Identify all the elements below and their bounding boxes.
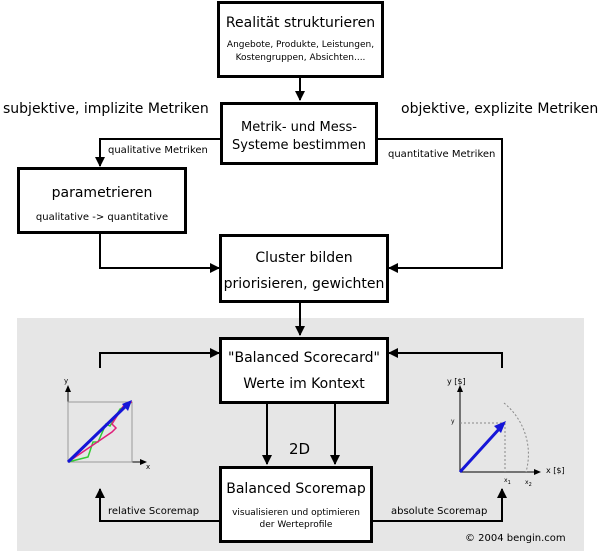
right-graph-y-label: y [$]: [447, 377, 466, 386]
box-metrik: Metrik- und Mess- Systeme bestimmen: [220, 102, 378, 165]
left-blue-vector: [66, 403, 129, 464]
parametrieren-sub: qualitative -> quantitative: [35, 212, 169, 223]
arrow-parametrieren-cluster: [99, 234, 220, 273]
right-graph-x2-tick: x2: [525, 479, 532, 489]
box-scoremap: Balanced Scoremap visualisieren und opti…: [219, 466, 373, 543]
left-graph-y-label: y: [64, 377, 69, 385]
arrow-left-graph-bsc: [99, 348, 220, 368]
scoremap-sub1: visualisieren und optimieren: [232, 508, 360, 518]
right-graph-y-tick: y: [451, 418, 455, 425]
box-bsc: "Balanced Scorecard" Werte im Kontext: [219, 337, 389, 404]
scoremap-title: Balanced Scoremap: [226, 481, 366, 497]
arrow-scoremap-relative: [95, 488, 219, 522]
label-qualitativ: qualitative Metriken: [108, 145, 208, 156]
left-graph-x-label: x: [146, 463, 151, 471]
label-objektiv: objektive, explizite Metriken: [401, 101, 599, 117]
label-absolute-scoremap: absolute Scoremap: [391, 506, 488, 517]
copyright: © 2004 bengin.com: [465, 533, 566, 544]
bsc-line1: "Balanced Scorecard": [228, 350, 380, 366]
metrik-line1: Metrik- und Mess-: [241, 120, 357, 135]
box-parametrieren: parametrieren qualitative -> quantitativ…: [17, 167, 187, 234]
bsc-line2: Werte im Kontext: [243, 376, 365, 392]
right-graph-x-label: x [$]: [546, 466, 565, 475]
right-graph-x1-tick: x1: [504, 477, 511, 487]
left-bounding-box: [67, 401, 133, 463]
arrow-metrik-parametrieren: [95, 138, 220, 167]
box-realitaet: Realität strukturieren Angebote, Produkt…: [217, 1, 384, 78]
label-subjektiv: subjektive, implizite Metriken: [3, 101, 209, 117]
cluster-line2: priorisieren, gewichten: [223, 276, 385, 292]
metrik-line2: Systeme bestimmen: [232, 138, 366, 153]
right-arc: [503, 402, 529, 473]
box-cluster: Cluster bilden priorisieren, gewichten: [219, 234, 389, 303]
absolute-scoremap-graph: [457, 385, 541, 475]
scoremap-sub2: der Werteprofile: [259, 520, 333, 530]
right-blue-vector: [458, 426, 502, 474]
realitaet-title: Realität strukturieren: [225, 15, 376, 31]
label-relative-scoremap: relative Scoremap: [108, 506, 200, 517]
parametrieren-title: parametrieren: [51, 185, 153, 201]
relative-scoremap-graph: [65, 385, 147, 465]
label-quantitativ: quantitative Metriken: [388, 149, 496, 160]
realitaet-sub1: Angebote, Produkte, Leistungen,: [226, 40, 375, 50]
arrow-scoremap-absolute: [373, 488, 507, 522]
realitaet-sub2: Kostengruppen, Absichten....: [235, 53, 366, 63]
arrow-metrik-cluster: [378, 138, 503, 273]
arrow-right-graph-bsc: [388, 348, 503, 368]
label-2d: 2D: [289, 440, 311, 458]
cluster-line1: Cluster bilden: [255, 250, 353, 266]
